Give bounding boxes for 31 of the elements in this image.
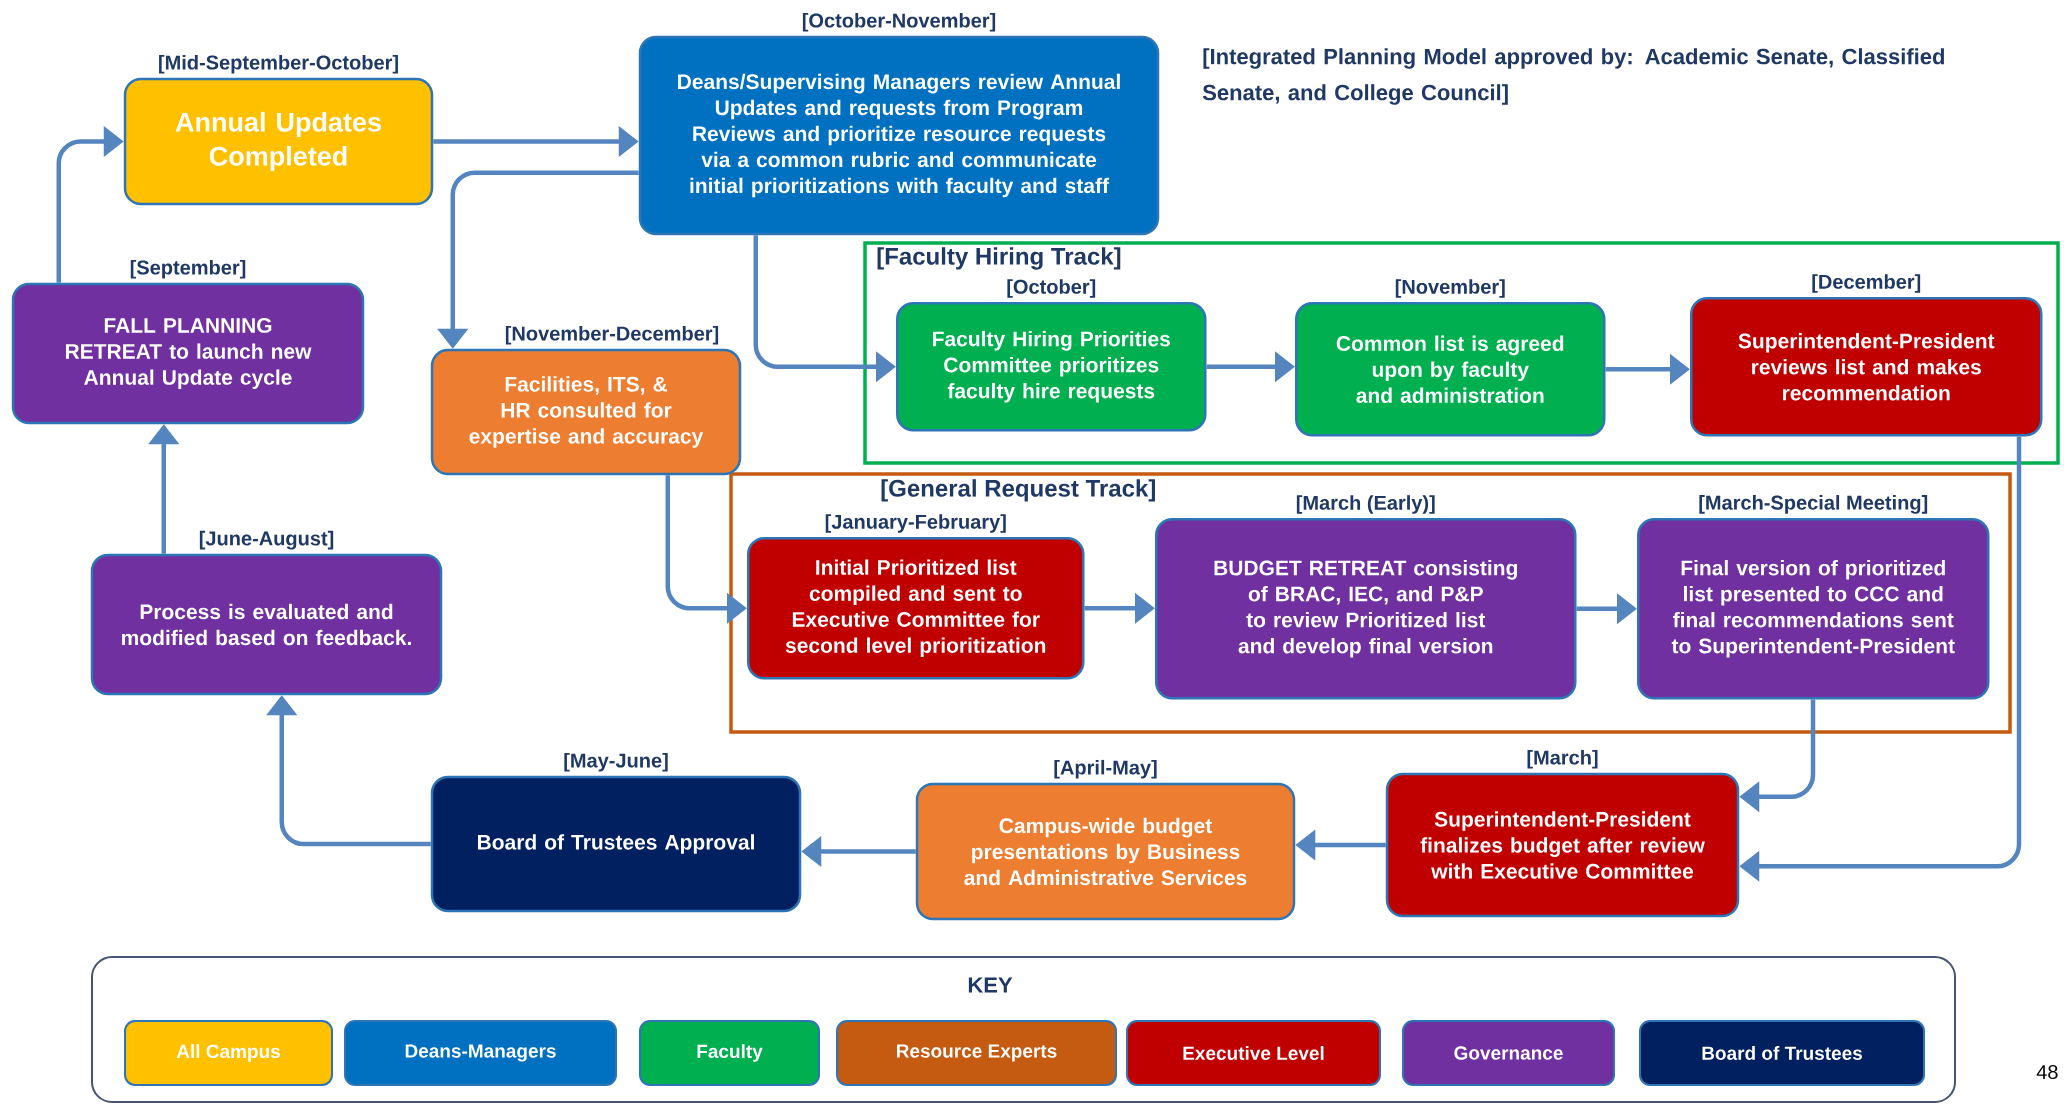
- process-box: Facilities, ITS, & HR consulted for expertise and accuracy: [430, 348, 742, 476]
- date-label: [June-August]: [199, 530, 334, 550]
- process-box: Process is evaluated and modified based on feedback.: [90, 553, 443, 696]
- process-box: Annual Updates Completed: [123, 77, 434, 206]
- date-label: [January-February]: [825, 514, 1006, 533]
- process-box: Deans/Supervising Managers review Annual Updates and requests from Program Reviews and prioritize resource requests via a common rubric and communicate initial prioritizations with faculty and staff: [638, 35, 1160, 236]
- date-label: [November]: [1395, 279, 1505, 298]
- process-box: Common list is agreed upon by faculty and administration: [1295, 302, 1606, 437]
- process-box: Board of Trustees Approval: [430, 775, 802, 913]
- process-box: Initial Prioritized list compiled and sent to Executive Committee for second level prioritization: [747, 537, 1085, 680]
- process-box: BUDGET RETREAT consisting of BRAC, IEC, and P&P to review Prioritized list and develop final version: [1155, 518, 1577, 700]
- date-label: [March (Early)]: [1296, 495, 1435, 514]
- date-label: [October]: [1007, 279, 1096, 298]
- date-label: [March]: [1527, 749, 1598, 769]
- date-label: [April-May]: [1054, 759, 1157, 779]
- title: [Integrated Planning Model approved by: Academic Senate, Classified Senate, and College Council]: [1202, 48, 1944, 105]
- date-label: [October-November]: [802, 12, 996, 32]
- date-label: [Mid-September-October]: [159, 54, 398, 74]
- process-box: FALL PLANNING RETREAT to launch new Annual Update cycle: [11, 282, 365, 425]
- key-heading: KEY: [968, 977, 1013, 993]
- date-label: [March-Special Meeting]: [1699, 495, 1928, 514]
- process-box: Superintendent-President reviews list and makes recommendation: [1690, 297, 2043, 437]
- process-box: Final version of prioritized list presented to CCC and final recommendations sent to Superintendent-President: [1637, 518, 1990, 700]
- date-label: [May-June]: [564, 752, 668, 772]
- date-label: [September]: [130, 259, 246, 279]
- date-label: [December]: [1812, 274, 1921, 293]
- date-label: [November-December]: [505, 325, 719, 345]
- page-number: 48: [2036, 1064, 2058, 1080]
- process-box: Faculty Hiring Priorities Committee prioritizes faculty hire requests: [896, 302, 1207, 432]
- process-box: Campus-wide budget presentations by Business and Administrative Services: [915, 782, 1296, 921]
- process-box: Superintendent-President finalizes budget after review with Executive Committee: [1385, 772, 1740, 918]
